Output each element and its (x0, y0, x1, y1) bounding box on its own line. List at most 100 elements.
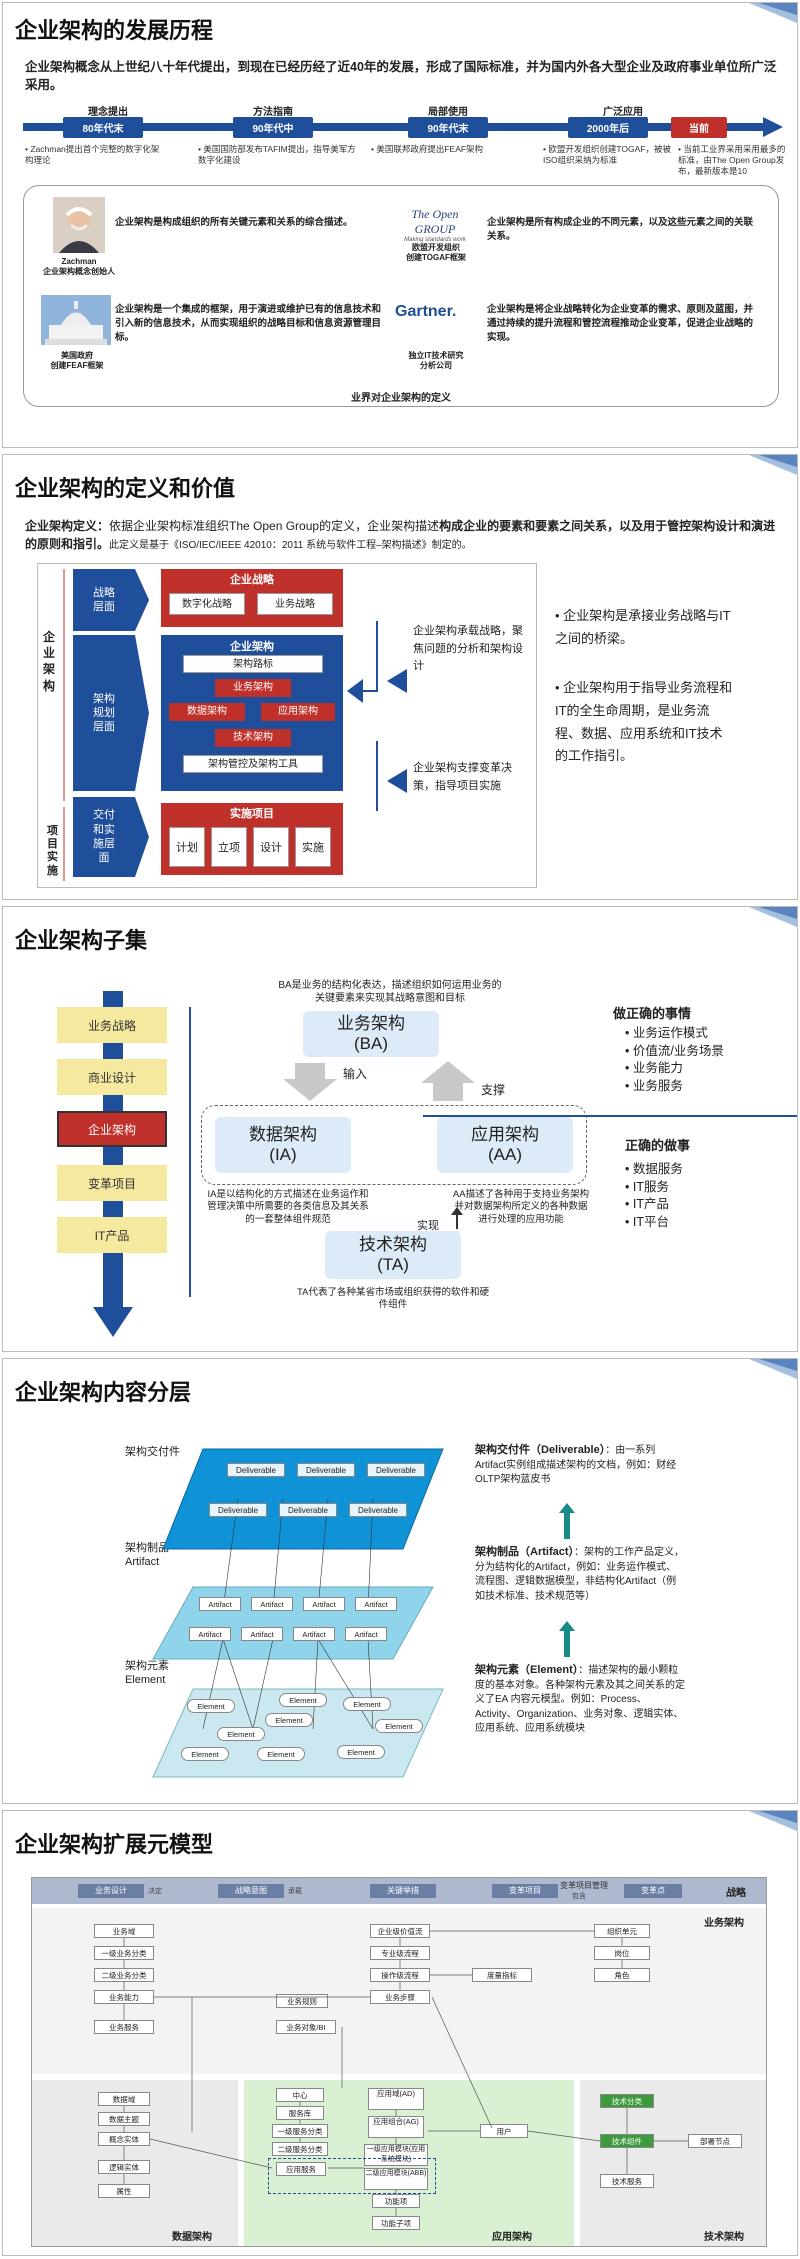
app-box: 功能子项 (372, 2216, 420, 2230)
bar-note: 决定 (148, 1888, 162, 1895)
impl-step: 设计 (253, 827, 289, 867)
tech-box: 技术服务 (600, 2174, 654, 2188)
biz-box: 业务规则 (276, 1994, 328, 2008)
ta-box: 技术架构 (TA) (325, 1231, 461, 1279)
biz-box: 业务域 (94, 1924, 154, 1938)
layer-desc: 架构交付件（Deliverable）：由一系列Artifact实例组成描述架构的… (475, 1444, 677, 1486)
step-item-active: 企业架构 (57, 1111, 167, 1147)
phase-label: 广泛应用 (603, 107, 643, 118)
element-item: Element (375, 1719, 423, 1733)
definition-paragraph: 企业架构定义：依据企业架构标准组织The Open Group的定义，企业架构描… (25, 519, 776, 551)
tech-box: 技术组件 (600, 2134, 654, 2148)
step-item: 变革项目 (57, 1165, 167, 1201)
deliverable-item: Deliverable (367, 1463, 425, 1477)
strategy-item: 数字化战略 (169, 593, 245, 615)
ia-aa-group (201, 1105, 587, 1185)
strategy-item: 业务战略 (257, 593, 333, 615)
bar-item: 变革点 (624, 1884, 682, 1898)
layer-label: 架构元素 Element (125, 1660, 169, 1687)
data-box: 概念实体 (98, 2132, 150, 2146)
step-item: 业务战略 (57, 1007, 167, 1043)
capitol-building-image (41, 295, 111, 345)
metamodel-frame: 业务设计 决定 战略意图 承载 关键举措 变革项目 变革项目管理 包含 变革点 … (31, 1877, 767, 2247)
bar-item: 变革项目 (492, 1884, 558, 1898)
ba-box: 业务架构 (BA) (303, 1011, 439, 1057)
corner-decoration (749, 907, 797, 927)
side-arrows (347, 621, 407, 811)
definition-text: 企业架构是构成组织的所有关键元素和关系的综合描述。 (115, 217, 353, 228)
biz-box: 业务对象/BI (276, 2020, 336, 2034)
era-badge: 80年代末 (63, 117, 143, 138)
layer-strategy: 战略 层面 (73, 569, 135, 631)
layer-arrow (559, 1621, 575, 1657)
app-box: 功能项 (372, 2194, 420, 2208)
corner-decoration (749, 455, 797, 475)
artifact-item: Artifact (355, 1597, 397, 1611)
biz-box: 组织单元 (594, 1924, 650, 1938)
side-text-1: 企业架构承载战略，聚焦问题的分析和架构设计 (413, 625, 523, 673)
element-item: Element (257, 1747, 305, 1761)
slide-title: 企业架构的发展历程 (15, 18, 214, 43)
app-box: 应用组合(AG) (368, 2116, 424, 2138)
definition-text: 企业架构是一个集成的框架，用于演进或维护已有的信息技术和引入新的信息技术，从而实… (115, 304, 382, 343)
biz-box: 企业级价值流 (370, 1924, 430, 1938)
app-box: 一级应用模块(应用系统模块) (364, 2144, 428, 2166)
biz-box: 业务步骤 (370, 1990, 430, 2004)
artifact-item: Artifact (303, 1597, 345, 1611)
step-item: 商业设计 (57, 1059, 167, 1095)
step-item: IT产品 (57, 1217, 167, 1253)
timeline-note: • 当前工业界采用采用最多的标准，由The Open Group发布，最新版本是… (678, 144, 786, 177)
app-arch-label: 应用架构 (492, 2232, 532, 2243)
app-box: 一级服务分类 (272, 2124, 328, 2138)
zachman-portrait (53, 197, 105, 253)
ea-da: 数据架构 (169, 703, 245, 721)
layer-arrow (559, 1503, 575, 1539)
right-list-2: • 数据服务 • IT服务 • IT产品 • IT平台 (625, 1162, 683, 1229)
slide-title: 企业架构扩展元模型 (15, 1832, 214, 1857)
app-box: 应用服务 (276, 2162, 326, 2176)
data-box: 属性 (98, 2184, 150, 2198)
era-badge-current: 当前 (671, 117, 727, 138)
data-box: 数据域 (98, 2092, 150, 2106)
impl-step: 立项 (211, 827, 247, 867)
element-item: Element (343, 1697, 391, 1711)
element-item: Element (217, 1727, 265, 1741)
era-badge: 90年代中 (233, 117, 313, 138)
realize-arrow (451, 1207, 463, 1229)
slide-title: 企业架构内容分层 (15, 1380, 192, 1405)
element-item: Element (337, 1745, 385, 1759)
bar-note: 包含 (572, 1893, 586, 1900)
ba-description: BA是业务的结构化表达，描述组织如何运用业务的关键要素来实现其战略意图和目标 (278, 980, 502, 1004)
biz-box: 二级业务分类 (94, 1968, 154, 1982)
timeline-note: • 美国联邦政府提出FEAF架构 (371, 144, 484, 154)
element-item: Element (279, 1693, 327, 1707)
definitions-footer: 业界对企业架构的定义 (351, 393, 451, 404)
artifact-item: Artifact (199, 1597, 241, 1611)
bar-item: 业务设计 (78, 1884, 144, 1898)
blue-rule (423, 1115, 797, 1117)
tech-box: 部署节点 (688, 2134, 742, 2148)
ea-tools: 架构管控及架构工具 (183, 755, 323, 773)
side-text-2: 企业架构支撑变革决策，指导项目实施 (413, 762, 512, 792)
app-box: 中心 (276, 2088, 324, 2102)
bar-item: 关键举措 (370, 1884, 436, 1898)
aa-description: AA描述了各种用于支持业务架构并对数据架构所定义的各种数据进行处理的应用功能 (452, 1189, 590, 1225)
feaf-caption: 美国政府 创建FEAF框架 (50, 351, 104, 371)
ea-title: 企业架构 (230, 641, 274, 653)
phase-label: 方法指南 (253, 107, 293, 118)
app-box: 二级服务分类 (272, 2142, 328, 2156)
data-box: 逻辑实体 (98, 2160, 150, 2174)
bar-note: 变革项目管理 (560, 1881, 608, 1890)
opengroup-caption: 欧盟开发组织 创建TOGAF框架 (406, 243, 466, 263)
timeline-note: • 欧盟开发组织创建TOGAF，被被ISO组织采纳为标准 (543, 144, 671, 166)
artifact-item: Artifact (189, 1627, 231, 1641)
slide-extended-metamodel: 企业架构扩展元模型 业务设计 决定 战略意图 承载 关键举措 变革项目 变革项目… (2, 1810, 798, 2256)
divider (189, 1007, 191, 1297)
corner-decoration (749, 3, 797, 23)
deliverable-item: Deliverable (279, 1503, 337, 1517)
ea-vertical-label: 企 业 架 构 (43, 630, 56, 693)
opengroup-logo: The Open GROUP Making standards work (404, 207, 466, 243)
timeline-note: • Zachman提出首个完整的数字化架构理论 (25, 144, 160, 166)
ea-bracket (63, 569, 65, 881)
layer-desc: 架构制品（Artifact）：架构的工作产品定义，分为结构化的Artifact，… (475, 1546, 685, 1602)
